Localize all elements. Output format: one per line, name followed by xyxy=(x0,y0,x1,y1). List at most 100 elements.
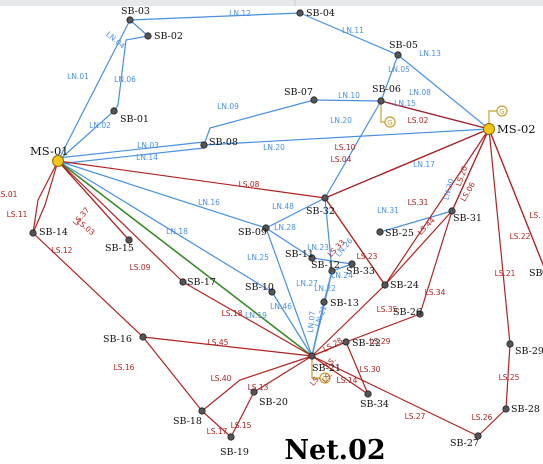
node-marker xyxy=(320,298,328,306)
line-label: LS.12 xyxy=(52,246,73,255)
line-label: LN.13 xyxy=(419,49,441,58)
line-ls-04 xyxy=(324,128,490,199)
generators-layer: G G G xyxy=(311,101,508,384)
generator-sb-06: G xyxy=(380,101,396,128)
line-label: LN.17 xyxy=(413,160,435,169)
node-label: SB-29 xyxy=(515,346,543,357)
line-ls-14 xyxy=(311,355,369,395)
generator-icon xyxy=(384,116,396,128)
line-ln-25 xyxy=(265,227,313,357)
line-ls-21 xyxy=(488,128,511,345)
generator-label: G xyxy=(387,119,392,127)
node-marker xyxy=(448,207,456,215)
node-label: SB-12 xyxy=(311,260,340,271)
line-ls-23 xyxy=(324,197,386,286)
line-ls-02 xyxy=(380,100,490,130)
line-ls-26 xyxy=(477,408,507,437)
line-label: LS.17 xyxy=(207,427,228,436)
line-ls-25 xyxy=(505,343,511,410)
node-marker xyxy=(348,260,356,268)
node-marker xyxy=(110,107,118,115)
line-label: LN.05 xyxy=(388,65,410,74)
line-label: LS.40 xyxy=(211,374,232,383)
line-ls-17 xyxy=(201,410,232,438)
node-marker xyxy=(200,141,208,149)
line-ls-29 xyxy=(345,313,421,343)
node-sb-16: SB-16 xyxy=(103,333,147,345)
node-marker xyxy=(342,338,350,346)
line-ls-08 xyxy=(57,160,326,199)
line-ln-05 xyxy=(380,54,399,102)
line-ls-31 xyxy=(384,210,453,286)
line-label: LS.14 xyxy=(337,376,358,385)
line-label: LS.30 xyxy=(360,365,381,374)
line-label: LN.08 xyxy=(409,88,431,97)
node-marker xyxy=(179,278,187,286)
line-label: LS.25 xyxy=(499,373,520,382)
line-label: LN.15 xyxy=(394,99,416,108)
line-label: LN.07 xyxy=(306,310,317,333)
line-ln-20 xyxy=(324,100,382,199)
node-sb-21: SB-21 xyxy=(308,352,341,374)
line-ln-20 xyxy=(203,128,490,146)
line-ln-12 xyxy=(129,12,301,21)
node-sb-09: SB-09 xyxy=(238,224,270,238)
line-ln-13 xyxy=(397,54,490,130)
node-label: SB-27 xyxy=(450,438,479,449)
line-ln-18 xyxy=(57,160,273,293)
node-marker xyxy=(321,194,329,202)
node-label: SB-33 xyxy=(346,266,375,277)
line-ls-35 xyxy=(311,284,386,357)
line-label: LS.15 xyxy=(231,421,252,430)
node-sb-20: SB-20 xyxy=(250,388,288,408)
line-label: LS.23 xyxy=(357,252,378,261)
line-label: LN.25 xyxy=(247,253,269,262)
node-marker xyxy=(416,310,424,318)
node-sb-02: SB-02 xyxy=(144,31,183,42)
line-label: LN.46 xyxy=(270,302,292,311)
generator-sb-21: G xyxy=(311,356,331,384)
line-label: LN.22 xyxy=(314,284,336,293)
node-marker xyxy=(198,407,206,415)
node-sb-27: SB-27 xyxy=(450,432,482,449)
node-label: SB-17 xyxy=(187,277,216,288)
generator-label: G xyxy=(499,108,504,116)
line-ln-31 xyxy=(379,210,453,233)
line-ls-34 xyxy=(419,210,453,315)
node-label: SB-15 xyxy=(105,243,134,254)
node-marker xyxy=(381,281,389,289)
node-label: SB-07 xyxy=(284,87,313,98)
node-label: SB-25 xyxy=(385,228,414,239)
node-marker xyxy=(328,267,336,275)
line-label: LN.30 xyxy=(441,177,455,201)
node-sb-11: SB-11 xyxy=(285,249,316,262)
line-label: LS.29 xyxy=(370,337,391,346)
line-ln-19 xyxy=(271,291,313,357)
node-sb-13: SB-13 xyxy=(320,298,359,309)
line-ls-03 xyxy=(57,160,130,241)
line-label: LN.02 xyxy=(89,121,111,130)
node-label: SB-08 xyxy=(209,137,238,148)
line-label: LN.14 xyxy=(136,153,158,162)
generator-stem xyxy=(380,101,385,123)
line-ln-02 xyxy=(57,110,115,162)
line-ls-06 xyxy=(451,128,490,212)
node-sb-06: SB-06 xyxy=(372,84,401,105)
line-ls-40 xyxy=(201,355,313,412)
nodes-layer: MS-01MS-02SB-03SB-02SB-01SB-04SB-05SB-06… xyxy=(29,6,543,458)
line-ls-45 xyxy=(142,336,313,357)
line-ls-01 xyxy=(32,160,59,234)
line-label: LN.01 xyxy=(67,72,89,81)
line-label: LN.12 xyxy=(229,9,251,18)
node-ms-01: MS-01 xyxy=(30,144,69,167)
node-sb-28: SB-28 xyxy=(502,404,540,415)
line-label: LS.09 xyxy=(130,263,151,272)
line-ls-09 xyxy=(57,160,184,283)
line-label: LS. xyxy=(308,373,322,387)
node-label: SB-13 xyxy=(330,298,359,309)
node-marker xyxy=(377,97,385,105)
node-sb-25: SB-25 xyxy=(376,228,414,239)
line-label: LN.16 xyxy=(198,198,220,207)
node-label: SB-14 xyxy=(39,227,68,238)
line-ln-23 xyxy=(311,257,353,265)
